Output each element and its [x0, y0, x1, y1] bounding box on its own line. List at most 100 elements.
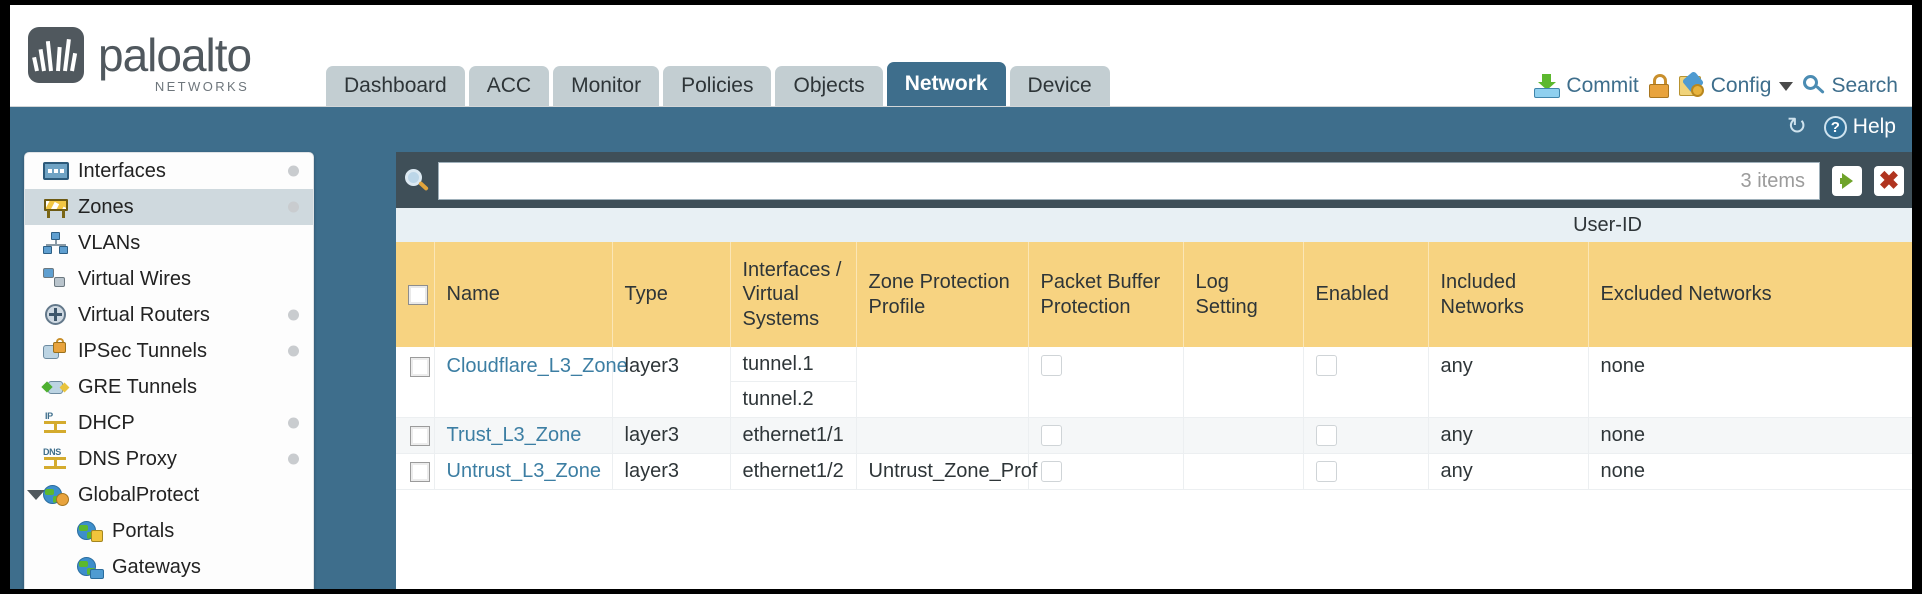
- ipsec-tunnels-icon: [43, 338, 69, 362]
- sidebar-label-globalprotect: GlobalProtect: [78, 483, 200, 506]
- help-button[interactable]: ? Help: [1823, 115, 1896, 139]
- cell-packet-buffer-protection[interactable]: [1027, 417, 1183, 454]
- packet-buffer-protection-checkbox[interactable]: [1040, 461, 1062, 482]
- utility-bar-actions: ↻ ? Help: [1784, 115, 1896, 139]
- cell-log-setting: [1182, 453, 1303, 490]
- config-label: Config: [1710, 74, 1772, 97]
- network-sidebar: Interfaces Zones VLANs: [24, 152, 314, 589]
- config-menu[interactable]: Config: [1678, 70, 1794, 98]
- sidebar-item-zones[interactable]: Zones: [25, 189, 313, 225]
- group-header-user-id: User-ID: [1303, 208, 1912, 242]
- globalprotect-icon: [43, 484, 69, 506]
- paloalto-logo[interactable]: paloalto NETWORKS: [28, 27, 252, 94]
- sidebar-item-interfaces[interactable]: Interfaces: [25, 153, 313, 189]
- column-header-enabled[interactable]: Enabled: [1302, 242, 1428, 347]
- sidebar-item-virtual-routers[interactable]: Virtual Routers: [25, 297, 313, 333]
- search-input[interactable]: 3 items: [438, 162, 1820, 200]
- row-select-cell[interactable]: [396, 417, 434, 454]
- cell-included-networks: any: [1427, 347, 1588, 418]
- chevron-down-icon: [1779, 81, 1794, 91]
- cell-included-networks: any: [1427, 453, 1588, 490]
- column-header-excluded-networks[interactable]: Excluded Networks: [1587, 242, 1912, 347]
- sidebar-label-virtual-wires: Virtual Wires: [78, 267, 191, 290]
- sidebar-status-dot: [288, 165, 299, 177]
- utility-bar: ↻ ? Help: [10, 107, 1912, 154]
- column-header-included-networks[interactable]: Included Networks: [1427, 242, 1588, 347]
- cell-user-id-enabled[interactable]: [1302, 347, 1428, 418]
- tab-dashboard[interactable]: Dashboard: [326, 66, 465, 106]
- tab-device[interactable]: Device: [1009, 66, 1110, 106]
- cell-packet-buffer-protection[interactable]: [1027, 453, 1183, 490]
- user-id-enabled-checkbox[interactable]: [1315, 355, 1337, 376]
- column-header-zone-protection-profile[interactable]: Zone Protection Profile: [855, 242, 1028, 347]
- column-header-log-setting[interactable]: Log Setting: [1182, 242, 1303, 347]
- cell-packet-buffer-protection[interactable]: [1027, 347, 1183, 418]
- apply-filter-arrow-icon: [1839, 173, 1853, 189]
- table-body: Cloudflare_L3_Zone layer3 tunnel.1 tunne…: [396, 347, 1912, 490]
- row-select-cell[interactable]: [396, 347, 434, 418]
- sidebar-item-virtual-wires[interactable]: Virtual Wires: [25, 261, 313, 297]
- paloalto-logo-mark: [28, 27, 84, 83]
- zone-name-link[interactable]: Trust_L3_Zone: [446, 424, 582, 446]
- sidebar-item-vlans[interactable]: VLANs: [25, 225, 313, 261]
- sidebar-item-portals[interactable]: Portals: [25, 513, 313, 549]
- column-header-name[interactable]: Name: [433, 242, 612, 347]
- column-header-interfaces[interactable]: Interfaces / Virtual Systems: [729, 242, 856, 347]
- packet-buffer-protection-checkbox[interactable]: [1040, 355, 1062, 376]
- table-row[interactable]: Trust_L3_Zone layer3 ethernet1/1: [396, 417, 1912, 454]
- tab-monitor[interactable]: Monitor: [553, 66, 660, 106]
- user-id-enabled-checkbox[interactable]: [1315, 461, 1337, 482]
- tab-acc[interactable]: ACC: [468, 66, 550, 106]
- help-question-icon: ?: [1823, 115, 1847, 139]
- zone-name-link[interactable]: Cloudflare_L3_Zone: [446, 355, 628, 377]
- sidebar-item-globalprotect[interactable]: GlobalProtect: [25, 477, 313, 513]
- row-checkbox[interactable]: [410, 357, 430, 377]
- commit-button[interactable]: Commit: [1534, 74, 1639, 98]
- table-row[interactable]: Untrust_L3_Zone layer3 ethernet1/2 Untru…: [396, 453, 1912, 490]
- tab-objects[interactable]: Objects: [775, 66, 883, 106]
- sidebar-label-gateways: Gateways: [112, 555, 201, 578]
- clear-filter-button[interactable]: ✖: [1874, 166, 1904, 196]
- sidebar-label-interfaces: Interfaces: [78, 159, 166, 182]
- row-checkbox[interactable]: [410, 425, 430, 446]
- sidebar-item-ipsec-tunnels[interactable]: IPSec Tunnels: [25, 333, 313, 369]
- browser-frame: paloalto NETWORKS Dashboard ACC Monitor …: [10, 5, 1912, 589]
- cell-user-id-enabled[interactable]: [1302, 453, 1428, 490]
- tab-network[interactable]: Network: [886, 62, 1006, 106]
- row-select-cell[interactable]: [396, 453, 434, 490]
- help-label: Help: [1852, 115, 1896, 138]
- commit-icon: [1534, 74, 1561, 98]
- column-header-packet-buffer-protection[interactable]: Packet Buffer Protection: [1027, 242, 1183, 347]
- cell-name[interactable]: Untrust_L3_Zone: [433, 453, 612, 490]
- table-head: User-ID Name Type Interfaces / Virtual S…: [396, 208, 1912, 347]
- user-id-enabled-checkbox[interactable]: [1315, 425, 1337, 446]
- sidebar-label-dns-proxy: DNS Proxy: [78, 447, 177, 470]
- select-all-header[interactable]: [396, 242, 434, 347]
- search-magnifier-icon[interactable]: [396, 169, 438, 193]
- lock-icon[interactable]: [1648, 74, 1669, 98]
- interface-entry: tunnel.2: [742, 388, 814, 410]
- select-all-checkbox[interactable]: [408, 284, 428, 305]
- sidebar-item-gateways[interactable]: Gateways: [25, 549, 313, 585]
- sidebar-item-dns-proxy[interactable]: DNS DNS Proxy: [25, 441, 313, 477]
- refresh-icon[interactable]: ↻: [1786, 113, 1807, 140]
- row-checkbox[interactable]: [410, 461, 430, 482]
- cell-name[interactable]: Trust_L3_Zone: [433, 417, 612, 454]
- sidebar-item-dhcp[interactable]: IP DHCP: [25, 405, 313, 441]
- zones-icon: [43, 196, 69, 218]
- table-row[interactable]: Cloudflare_L3_Zone layer3 tunnel.1 tunne…: [396, 347, 1912, 418]
- tab-policies[interactable]: Policies: [663, 66, 772, 106]
- top-header: paloalto NETWORKS Dashboard ACC Monitor …: [10, 5, 1912, 107]
- chevron-down-icon[interactable]: [27, 490, 45, 500]
- cell-user-id-enabled[interactable]: [1302, 417, 1428, 454]
- packet-buffer-protection-checkbox[interactable]: [1040, 425, 1062, 446]
- gre-tunnels-icon: [41, 376, 70, 398]
- table-group-header-row: User-ID: [396, 208, 1912, 242]
- virtual-wires-icon: [43, 268, 69, 290]
- search-button[interactable]: Search: [1803, 74, 1898, 98]
- sidebar-item-gre-tunnels[interactable]: GRE Tunnels: [25, 369, 313, 405]
- zone-name-link[interactable]: Untrust_L3_Zone: [446, 460, 602, 482]
- cell-name[interactable]: Cloudflare_L3_Zone: [433, 347, 628, 418]
- column-header-type[interactable]: Type: [611, 242, 730, 347]
- apply-filter-button[interactable]: [1832, 166, 1862, 196]
